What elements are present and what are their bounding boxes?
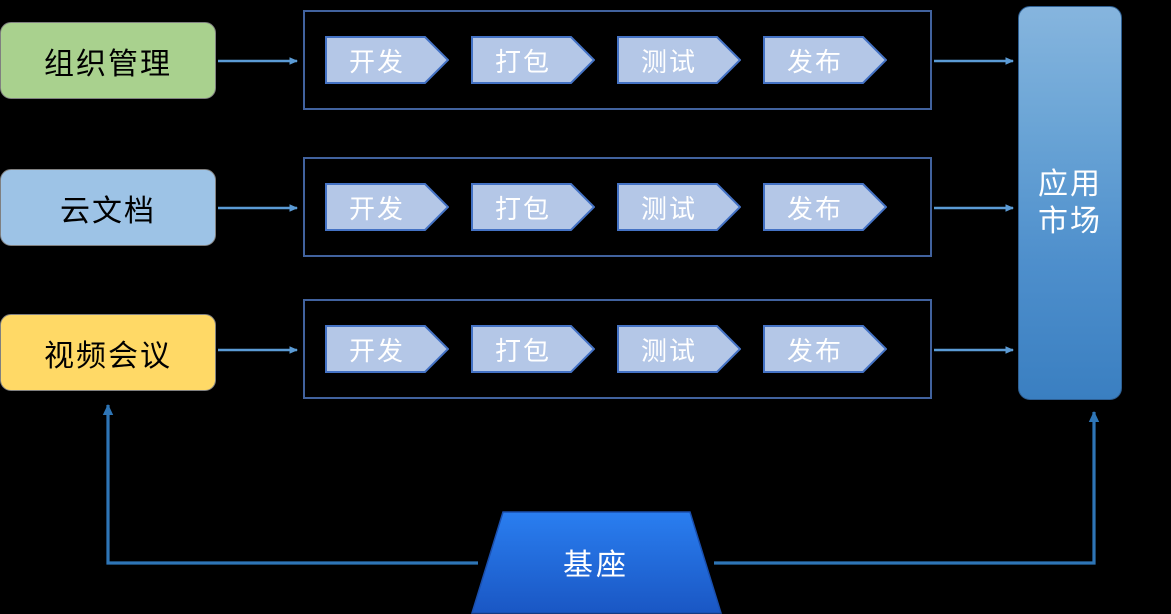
stage-chevron-develop[interactable]: 开发: [325, 325, 449, 373]
app-market-label-line1: 应用: [1038, 167, 1102, 201]
pipeline-clouddoc-stages: 开发 打包 测试 发布: [305, 159, 930, 255]
stage-chevron-test[interactable]: 测试: [617, 183, 741, 231]
product-box-organization[interactable]: 组织管理: [0, 22, 216, 99]
stage-chevron-package[interactable]: 打包: [471, 183, 595, 231]
product-label-meeting: 视频会议: [44, 339, 172, 373]
pipeline-clouddoc: 开发 打包 测试 发布: [303, 157, 932, 257]
stage-chevron-develop[interactable]: 开发: [325, 36, 449, 84]
pipeline-meeting-stages: 开发 打包 测试 发布: [305, 301, 930, 397]
arrow-base-to-market: [714, 411, 1100, 565]
app-market-box[interactable]: 应用 市场: [1018, 6, 1122, 400]
app-market-label-line2: 市场: [1038, 205, 1102, 238]
stage-chevron-release[interactable]: 发布: [763, 183, 887, 231]
product-box-meeting[interactable]: 视频会议: [0, 314, 216, 391]
product-box-clouddoc[interactable]: 云文档: [0, 169, 216, 246]
stage-chevron-release[interactable]: 发布: [763, 325, 887, 373]
product-label-organization: 组织管理: [44, 47, 172, 81]
stage-chevron-package[interactable]: 打包: [471, 36, 595, 84]
stage-chevron-package[interactable]: 打包: [471, 325, 595, 373]
pipeline-organization: 开发 打包 测试 发布: [303, 10, 932, 110]
product-label-clouddoc: 云文档: [60, 194, 156, 228]
pipeline-meeting: 开发 打包 测试 发布: [303, 299, 932, 399]
base-platform-shape[interactable]: 基座: [470, 510, 722, 614]
pipeline-organization-stages: 开发 打包 测试 发布: [305, 12, 930, 108]
arrow-base-to-meeting: [102, 404, 478, 565]
stage-chevron-develop[interactable]: 开发: [325, 183, 449, 231]
stage-chevron-test[interactable]: 测试: [617, 36, 741, 84]
stage-chevron-test[interactable]: 测试: [617, 325, 741, 373]
stage-chevron-release[interactable]: 发布: [763, 36, 887, 84]
